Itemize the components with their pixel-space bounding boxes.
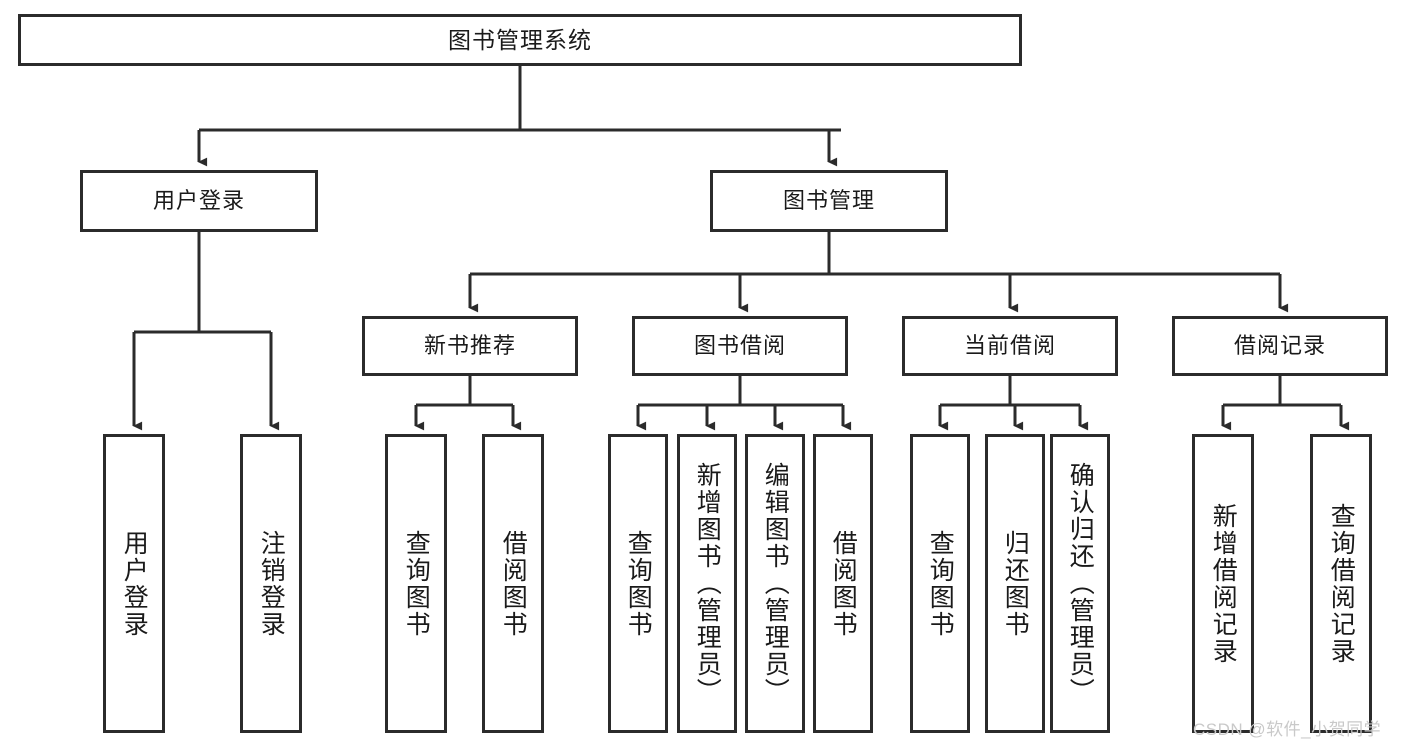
node-leaf-add-book-admin-label: 新增图书（管理员） — [693, 462, 722, 705]
node-leaf-borrow-book-2[interactable]: 借阅图书 — [813, 434, 873, 733]
node-leaf-confirm-return-admin[interactable]: 确认归还（管理员） — [1050, 434, 1110, 733]
node-book-borrow-label: 图书借阅 — [693, 333, 786, 359]
node-leaf-query-book-3[interactable]: 查询图书 — [910, 434, 970, 733]
node-borrow-record[interactable]: 借阅记录 — [1172, 316, 1388, 376]
node-leaf-query-book-1[interactable]: 查询图书 — [385, 434, 447, 733]
node-leaf-borrow-book-1-label: 借阅图书 — [499, 529, 528, 638]
node-leaf-return-book[interactable]: 归还图书 — [985, 434, 1045, 733]
node-leaf-edit-book-admin-label: 编辑图书（管理员） — [761, 462, 790, 705]
node-current-borrow[interactable]: 当前借阅 — [902, 316, 1118, 376]
node-leaf-query-borrow-record[interactable]: 查询借阅记录 — [1310, 434, 1372, 733]
node-leaf-user-login[interactable]: 用户登录 — [103, 434, 165, 733]
node-leaf-borrow-book-2-label: 借阅图书 — [829, 529, 858, 638]
watermark: CSDN @软件_小贺同学 — [1193, 720, 1382, 739]
node-leaf-logout-login-label: 注销登录 — [257, 529, 286, 638]
node-leaf-add-book-admin[interactable]: 新增图书（管理员） — [677, 434, 737, 733]
node-leaf-add-borrow-record-label: 新增借阅记录 — [1209, 502, 1238, 665]
node-leaf-user-login-label: 用户登录 — [120, 529, 149, 638]
node-current-borrow-label: 当前借阅 — [963, 333, 1056, 359]
node-user-login[interactable]: 用户登录 — [80, 170, 318, 232]
node-leaf-query-book-3-label: 查询图书 — [926, 529, 955, 638]
node-root-label: 图书管理系统 — [448, 26, 592, 53]
node-borrow-record-label: 借阅记录 — [1233, 333, 1326, 359]
node-leaf-edit-book-admin[interactable]: 编辑图书（管理员） — [745, 434, 805, 733]
node-leaf-add-borrow-record[interactable]: 新增借阅记录 — [1192, 434, 1254, 733]
node-book-manage-label: 图书管理 — [782, 188, 875, 214]
node-leaf-query-book-2-label: 查询图书 — [624, 529, 653, 638]
node-leaf-query-borrow-record-label: 查询借阅记录 — [1327, 502, 1356, 665]
node-leaf-borrow-book-1[interactable]: 借阅图书 — [482, 434, 544, 733]
node-book-borrow[interactable]: 图书借阅 — [632, 316, 848, 376]
node-new-book-recommend-label: 新书推荐 — [423, 333, 516, 359]
node-leaf-confirm-return-admin-label: 确认归还（管理员） — [1066, 462, 1095, 705]
node-user-login-label: 用户登录 — [152, 188, 245, 214]
node-leaf-return-book-label: 归还图书 — [1001, 529, 1030, 638]
node-leaf-query-book-1-label: 查询图书 — [402, 529, 431, 638]
node-leaf-logout-login[interactable]: 注销登录 — [240, 434, 302, 733]
node-book-manage[interactable]: 图书管理 — [710, 170, 948, 232]
node-root[interactable]: 图书管理系统 — [18, 14, 1022, 66]
node-leaf-query-book-2[interactable]: 查询图书 — [608, 434, 668, 733]
node-new-book-recommend[interactable]: 新书推荐 — [362, 316, 578, 376]
